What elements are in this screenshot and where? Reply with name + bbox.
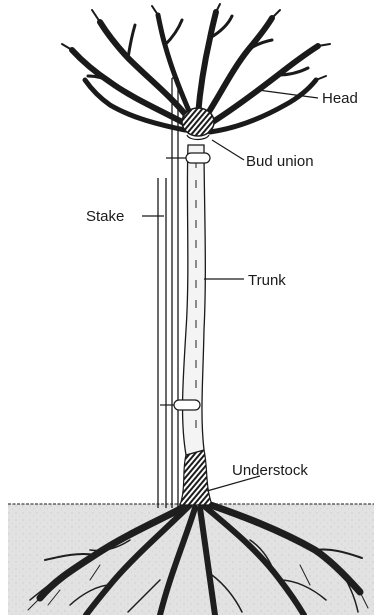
leader-lines xyxy=(142,90,318,491)
stake-label: Stake xyxy=(86,208,124,225)
understock xyxy=(180,447,212,505)
head-label: Head xyxy=(322,90,358,107)
bud-union-label: Bud union xyxy=(246,153,314,170)
stake xyxy=(158,78,178,508)
trunk-label: Trunk xyxy=(248,272,286,289)
understock-label: Understock xyxy=(232,462,308,479)
bud-union xyxy=(182,108,214,140)
